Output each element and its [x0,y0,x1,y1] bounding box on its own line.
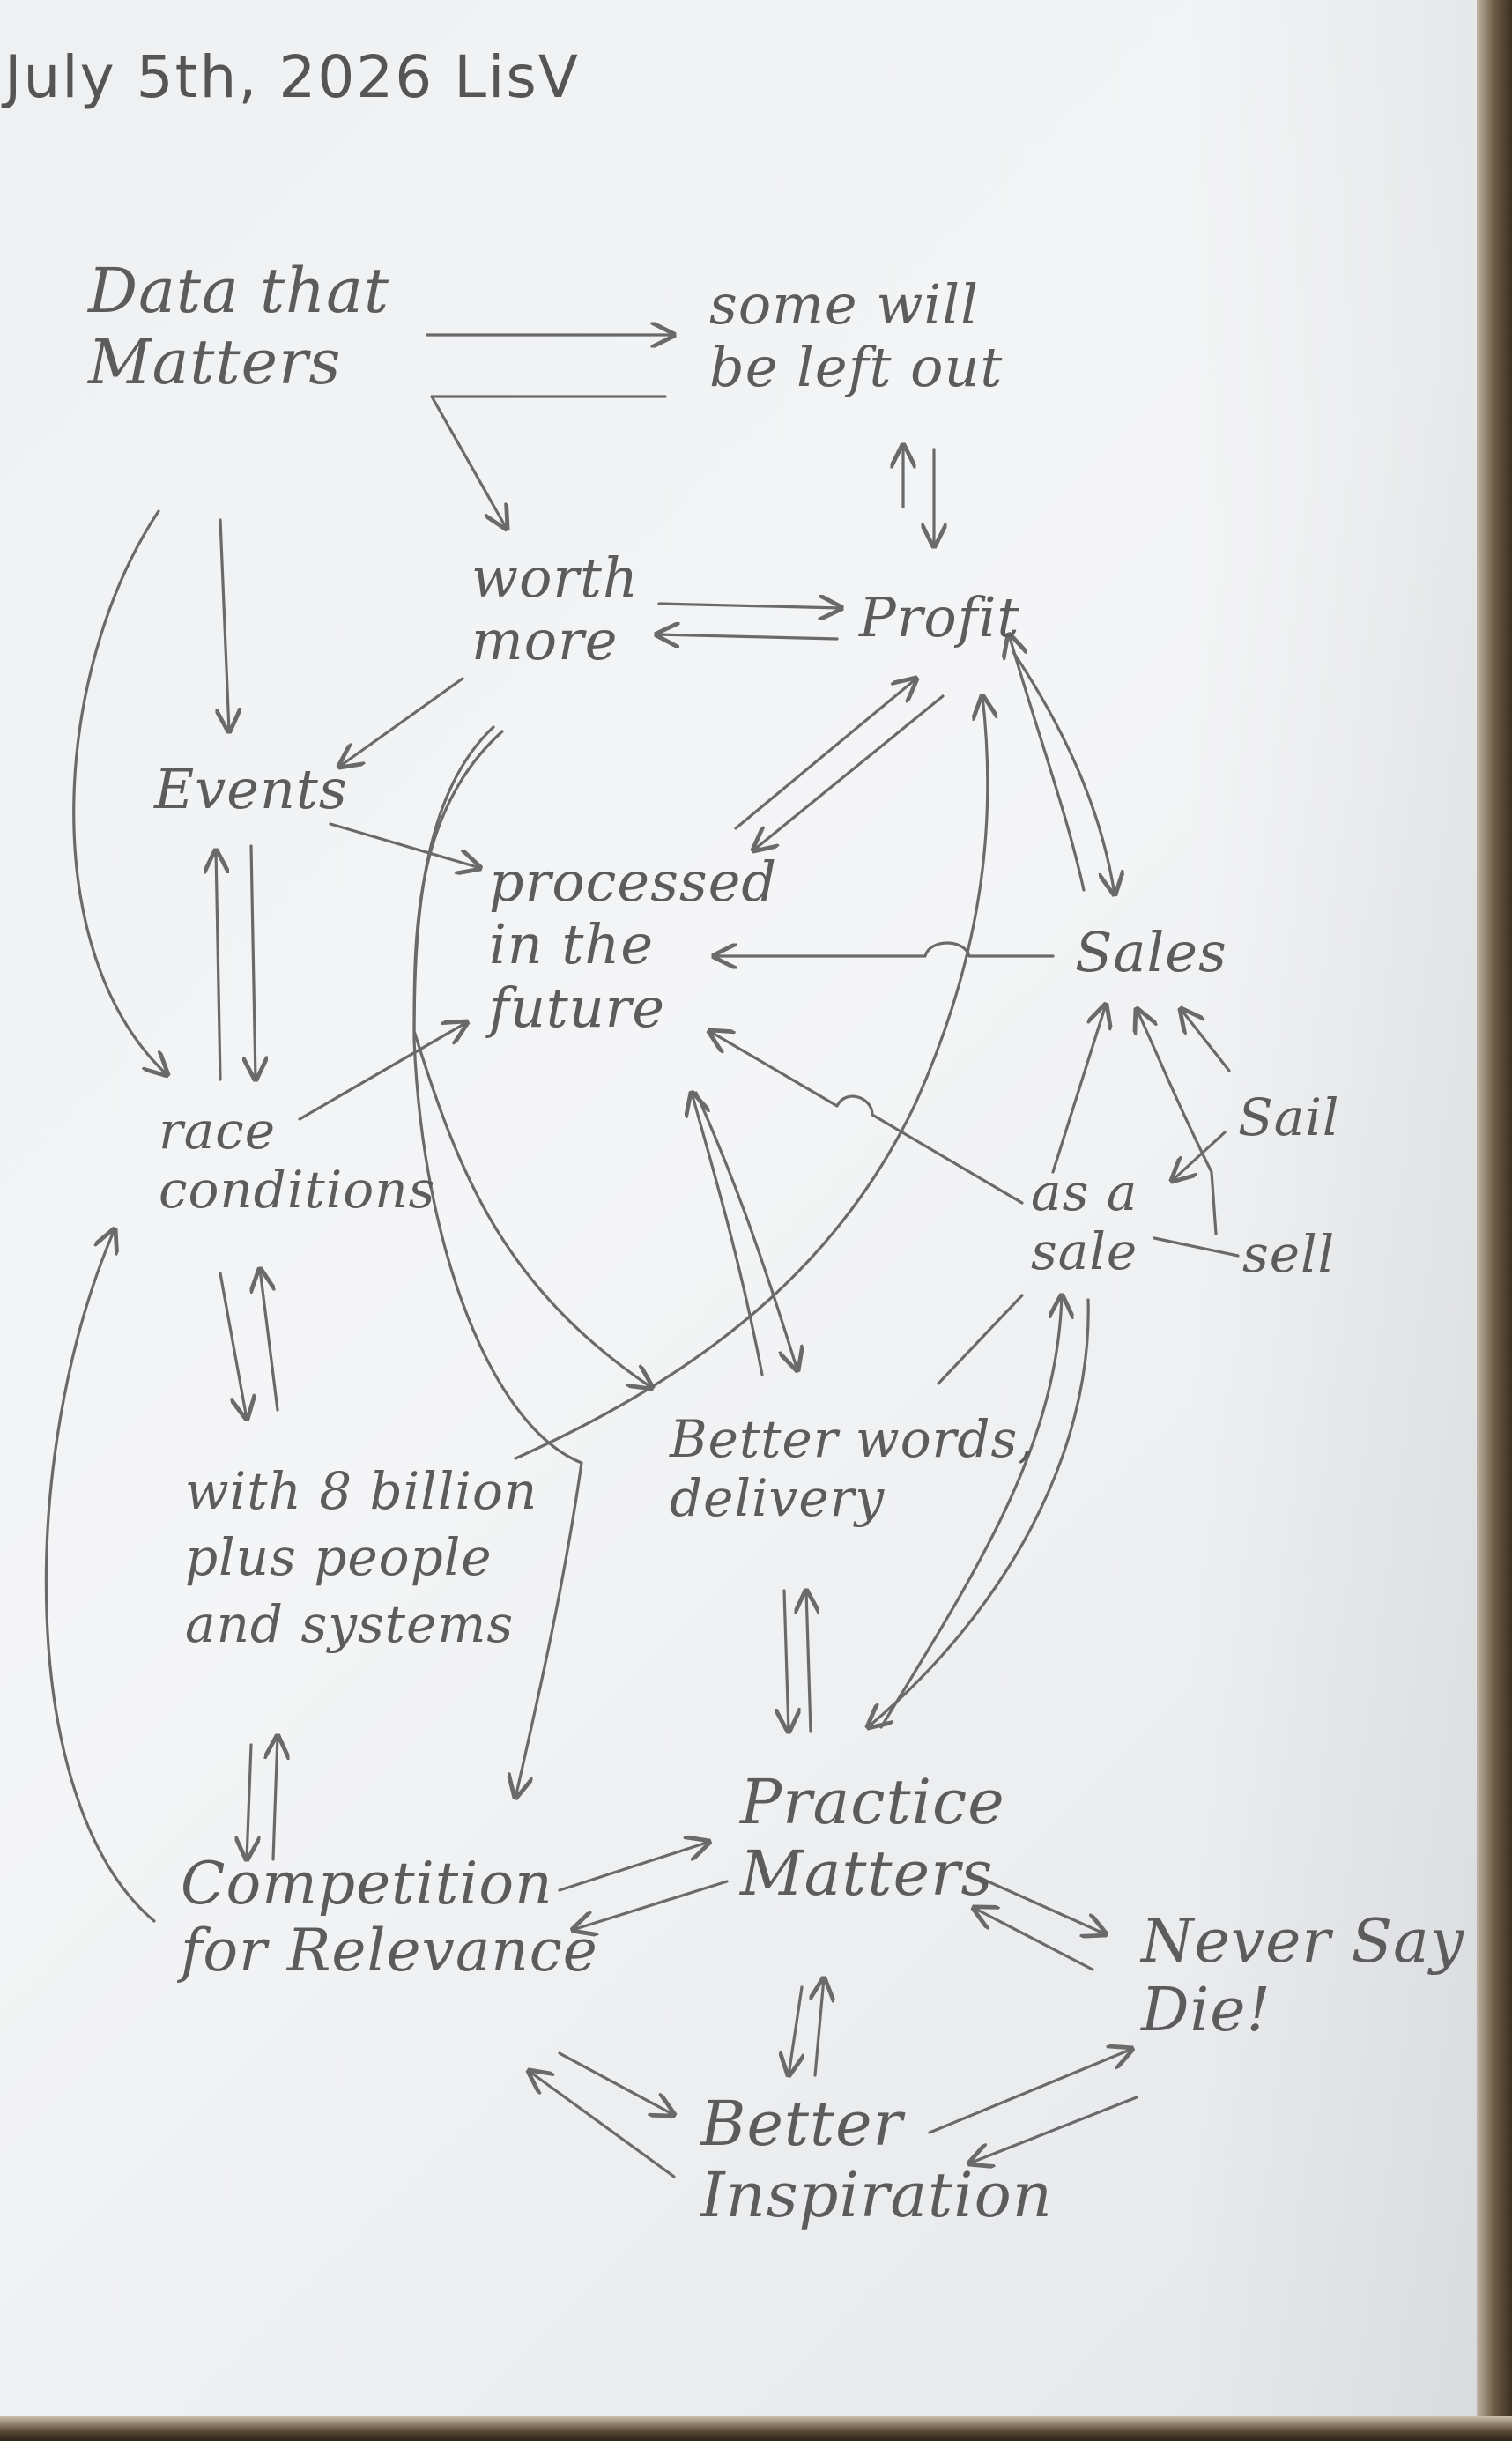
node-competition-for-relevance: Competition for Relevance [181,1850,598,1985]
node-as-a-sale: as a sale [1031,1162,1138,1281]
edge-never-say-die-to-practice [974,1908,1094,1971]
node-never-say-die: Never Say Die! [1141,1907,1465,2046]
edge-sail-to-as-a-sale [1172,1131,1227,1181]
node-practice-matters: Practice Matters [740,1766,1005,1910]
node-better-inspiration: Better Inspiration [700,2088,1053,2231]
node-sell: sell [1242,1224,1336,1284]
node-some-will-be-left-out: some will be left out [709,272,1004,400]
edge-profit-to-processed [753,694,945,850]
edge-better-words-to-practice [784,1589,789,1732]
node-sail: Sail [1238,1087,1340,1147]
edge-as-a-sale-to-processed [709,1031,1024,1205]
edge-competition-to-billion [273,1736,278,1861]
edge-billion-to-profit [514,696,988,1460]
edge-practice-to-inspiration [789,1985,802,2075]
node-profit: Profit [859,585,1020,649]
edge-processed-to-better-words [694,1091,797,1370]
edge-billion-to-competition [247,1743,251,1859]
node-processed-in-the-future: processed in the future [489,850,778,1040]
edge-competition-to-race [44,1229,156,1923]
edge-left-out-to-worth-more [430,395,667,529]
edge-worth-to-better-words [412,730,652,1388]
edge-billion-to-race [260,1269,279,1412]
edge-inspiration-to-competition [529,2071,676,2178]
edge-sail-to-sales [1181,1009,1231,1072]
edge-as-a-sale-to-better-words [937,1294,1024,1385]
edge-competition-to-inspiration [558,2051,674,2115]
node-sales: Sales [1075,920,1227,984]
node-better-words-delivery: Better words, delivery [670,1409,1035,1528]
node-with-8-billion: with 8 billion plus people and systems [185,1461,538,1654]
edge-inspiration-to-practice [815,1978,824,2077]
edge-practice-to-better-words [806,1591,811,1733]
edge-sell-to-as-a-sale [1153,1236,1240,1258]
date-heading: July 5th, 2026 LisV [4,43,580,111]
table-edge-right [1477,0,1512,2441]
edge-events-to-processed [329,822,480,868]
paper-shadow [1190,0,1512,2441]
node-worth-more: worth more [471,545,639,673]
edge-profit-to-worth [656,634,839,639]
edge-worth-to-profit [657,604,841,608]
edge-race-to-events [216,850,220,1081]
node-events: Events [154,757,348,821]
node-data-that-matters: Data that Matters [88,255,390,398]
edge-race-to-billion [219,1272,247,1419]
edge-sell-to-sales [1137,1009,1218,1235]
edge-events-to-race [251,844,256,1080]
edge-profit-to-sales [1012,650,1115,894]
edge-sales-to-profit [1009,634,1086,892]
node-race-conditions: race conditions [159,1101,436,1220]
edge-better-words-to-processed [692,1093,764,1376]
edge-worth-to-events [339,677,464,767]
edge-processed-to-profit [734,679,916,830]
table-edge-bottom [0,2416,1512,2441]
edge-data-to-events [220,518,229,731]
edge-as-a-sale-to-sales [1051,1005,1106,1174]
